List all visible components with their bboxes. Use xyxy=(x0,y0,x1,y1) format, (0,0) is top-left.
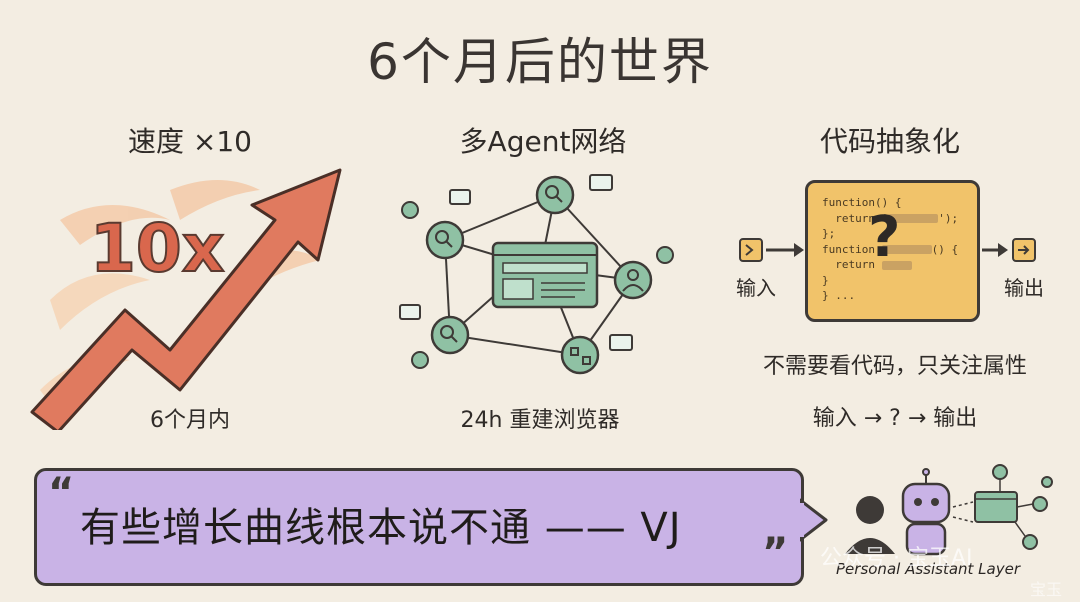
network-caption: 24h 重建浏览器 xyxy=(460,408,620,433)
watermark-corner: 宝玉 xyxy=(1030,580,1063,599)
code-line: return ''); xyxy=(822,211,959,225)
code-line: return xyxy=(822,257,977,273)
gear-icon xyxy=(411,351,429,369)
flow-node-icon xyxy=(560,335,600,375)
code-line: function() { xyxy=(822,196,902,209)
search-node-icon xyxy=(430,315,470,355)
growth-arrow xyxy=(30,168,342,430)
network-node-icon xyxy=(992,464,1008,480)
search-node-icon xyxy=(535,175,575,215)
open-quote-mark: “ xyxy=(48,470,75,516)
chat-icon xyxy=(399,304,421,320)
gear-icon xyxy=(401,201,419,219)
gear-icon xyxy=(1041,476,1053,488)
output-label: 输出 xyxy=(1004,276,1044,300)
quote-text: 有些增长曲线根本说不通 —— VJ xyxy=(80,505,682,551)
chat-icon xyxy=(449,189,471,205)
watermark: 公众号 · 宝玉AI xyxy=(820,546,973,571)
code-line: } xyxy=(822,273,829,287)
quote-box xyxy=(34,468,804,586)
code-heading: 代码抽象化 xyxy=(819,125,960,158)
network-heading: 多Agent网络 xyxy=(459,125,627,158)
close-quote-mark: ” xyxy=(762,530,789,576)
page-title: 6个月后的世界 xyxy=(367,33,713,91)
code-line: function () { xyxy=(822,242,959,256)
output-arrow xyxy=(982,238,1036,262)
robot-icon xyxy=(901,468,951,556)
gear-icon xyxy=(656,246,674,264)
network-node-icon xyxy=(1032,496,1048,512)
question-mark: ? xyxy=(868,205,901,270)
input-arrow xyxy=(739,238,804,262)
person-icon xyxy=(845,496,895,554)
network-node-icon xyxy=(1022,534,1038,550)
search-node-icon xyxy=(425,220,465,260)
code-box: function() { return ''); }; function () … xyxy=(805,180,980,322)
quote-tail xyxy=(800,498,828,542)
assistant-layer-illustration xyxy=(845,464,1053,556)
speed-heading: 速度 ×10 xyxy=(128,125,252,158)
code-caption-2: 输入 → ? → 输出 xyxy=(812,406,978,431)
code-line: } ... xyxy=(822,289,856,302)
speed-10x-label: 10x xyxy=(89,209,225,288)
mail-icon xyxy=(589,174,613,191)
browser-window-icon xyxy=(974,491,1018,523)
growth-arrow-illustration xyxy=(30,168,342,430)
code-line: }; xyxy=(822,227,836,240)
input-label: 输入 xyxy=(736,276,776,300)
mail-icon xyxy=(609,334,633,351)
browser-window-icon xyxy=(491,241,599,309)
speed-caption: 6个月内 xyxy=(150,408,230,433)
code-caption-1: 不需要看代码，只关注属性 xyxy=(762,354,1027,379)
agent-network-diagram xyxy=(399,174,674,375)
personal-assistant-layer-label: Personal Assistant Layer xyxy=(836,560,1020,578)
